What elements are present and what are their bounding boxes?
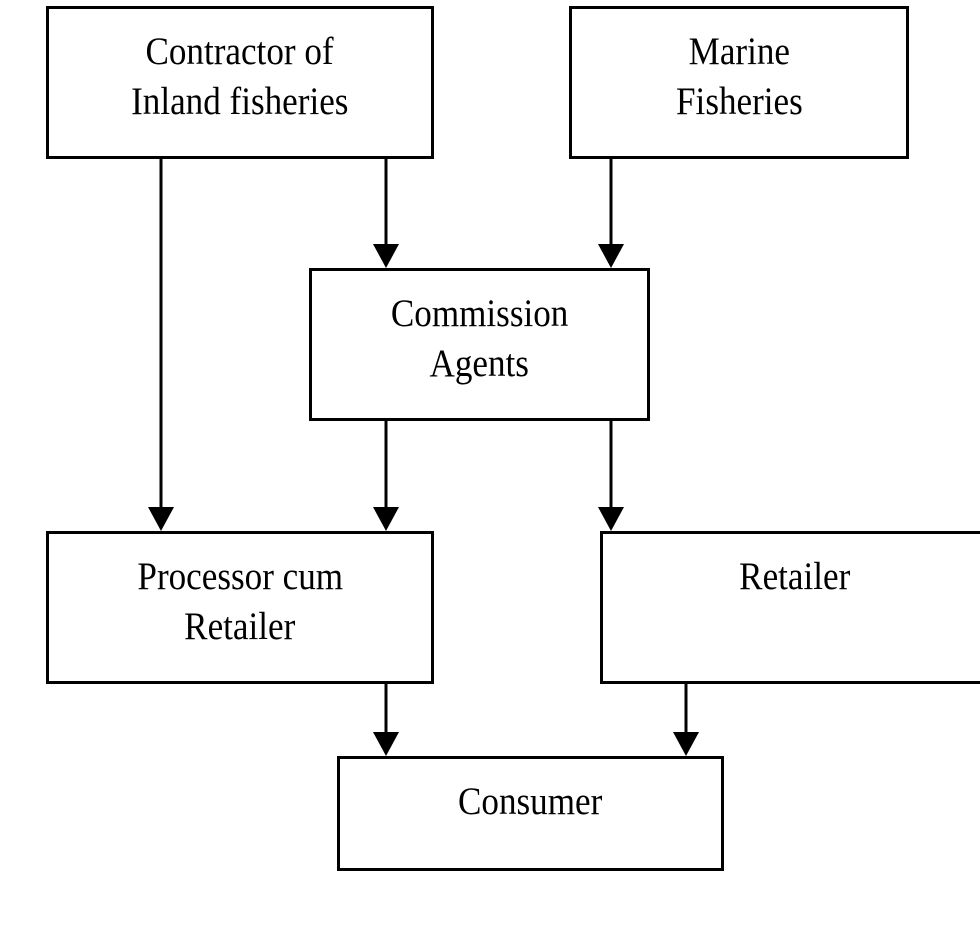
arrow-marine-to-commission xyxy=(598,159,624,268)
arrow-head xyxy=(373,732,399,756)
arrow-head xyxy=(598,507,624,531)
node-processor-cum-retailer: Processor cum Retailer xyxy=(46,531,434,684)
node-label-line: Fisheries xyxy=(675,80,803,123)
arrow-contractor-to-commission xyxy=(373,159,399,268)
arrow-head xyxy=(598,244,624,268)
arrow-head xyxy=(373,507,399,531)
arrow-contractor-to-processor xyxy=(148,159,174,531)
node-label-line: Inland fisheries xyxy=(131,80,349,123)
node-label-line: Commission xyxy=(390,292,569,335)
node-label-line: Agents xyxy=(429,342,530,385)
arrow-head xyxy=(148,507,174,531)
node-marine-fisheries: Marine Fisheries xyxy=(569,6,909,159)
node-label-line: Consumer xyxy=(458,780,603,823)
node-contractor-inland-fisheries: Contractor of Inland fisheries xyxy=(46,6,434,159)
arrow-retailer-to-consumer xyxy=(673,684,699,756)
arrow-processor-to-consumer xyxy=(373,684,399,756)
node-consumer: Consumer xyxy=(337,756,724,871)
node-label-line: Contractor of xyxy=(145,30,335,73)
node-label-line: Processor cum xyxy=(137,555,343,598)
arrow-head xyxy=(673,732,699,756)
node-retailer: Retailer xyxy=(600,531,980,684)
arrow-commission-to-retailer xyxy=(598,421,624,531)
arrow-head xyxy=(373,244,399,268)
node-label-line: Marine xyxy=(688,30,790,73)
node-label-line: Retailer xyxy=(184,605,296,648)
arrow-commission-to-processor xyxy=(373,421,399,531)
node-label-line: Retailer xyxy=(739,555,851,598)
node-commission-agents: Commission Agents xyxy=(309,268,650,421)
